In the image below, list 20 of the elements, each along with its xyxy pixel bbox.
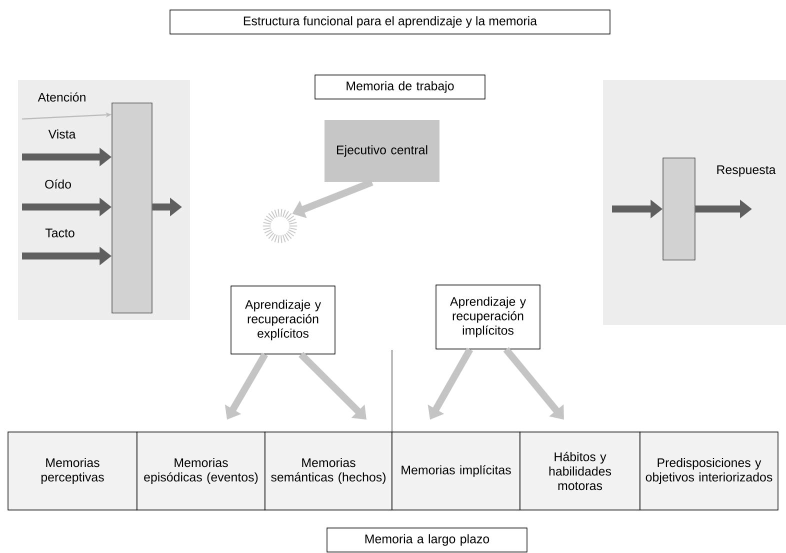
label-box: Memoria a largo plazo [326, 528, 528, 552]
process-box: Ejecutivo central [324, 120, 440, 182]
table-cell: Memorias perceptivas [8, 432, 138, 510]
table-cell: Memorias semánticas (hechos) [264, 432, 392, 510]
edge-label: Tacto [45, 228, 74, 238]
label-box: Aprendizaje y recuperación implícitos [436, 284, 540, 350]
edge-label: Oído [45, 179, 71, 189]
table-cell: Hábitos y habilidades motoras [520, 432, 640, 510]
table-cell: Memorias episódicas (eventos) [136, 432, 266, 510]
edge-label: Atención [38, 92, 86, 102]
label-box: Memoria de trabajo [314, 74, 486, 100]
table-cell: Memorias implícitas [392, 432, 520, 510]
edge-label: Vista [48, 129, 76, 139]
starburst [262, 208, 298, 244]
bar [662, 158, 696, 260]
edge-label: Respuesta [717, 165, 776, 177]
title-box: Estructura funcional para el aprendizaje y la memoria [170, 10, 610, 34]
table-cell: Predisposiciones y objetivos interiorizados [640, 432, 778, 510]
label-box: Aprendizaje y recuperación explícitos [230, 286, 336, 354]
bar [112, 102, 152, 314]
